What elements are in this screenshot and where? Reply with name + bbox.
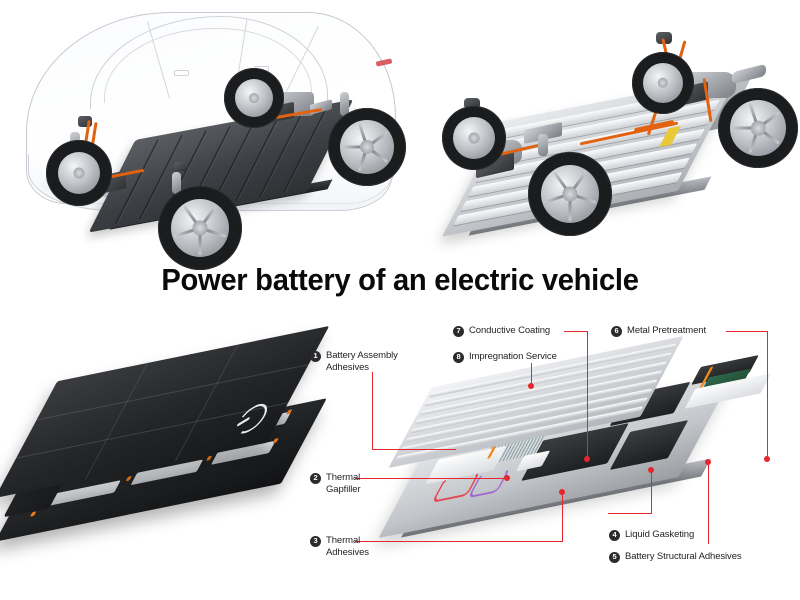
callout-3-label: Thermal Adhesives [326, 535, 369, 558]
callout-4[interactable]: 4 Liquid Gasketing [609, 529, 694, 541]
figure-black-battery-pack [0, 325, 330, 542]
leader-line-5-v [708, 462, 710, 544]
chassis-wheel-front-left [442, 106, 506, 170]
chassis-rear-hv-junction [656, 32, 672, 44]
leader-dot-2 [504, 475, 510, 481]
figure-battery-pack-cutaway [378, 335, 796, 556]
callout-8-number: 8 [453, 351, 464, 363]
leader-line-6-h [726, 331, 768, 333]
leader-line-6-v [767, 331, 769, 459]
callout-8-label: Impregnation Service [469, 351, 557, 362]
callout-3-number: 3 [310, 535, 321, 547]
car-door-handle-front [174, 70, 189, 76]
callout-4-label: Liquid Gasketing [625, 529, 695, 540]
leader-line-7-v [587, 331, 589, 459]
car-wheel-rear-right [328, 108, 406, 186]
figure-ev-skateboard-chassis [420, 6, 798, 256]
leader-line-1-v [372, 372, 374, 450]
leader-dot-8 [528, 383, 534, 389]
leader-line-4-v [651, 470, 653, 514]
car-wheel-front-right [158, 186, 242, 270]
leader-line-2 [355, 478, 507, 480]
car-wheel-front-left [46, 140, 112, 206]
callout-2-number: 2 [310, 472, 321, 484]
leader-line-8-v [531, 363, 533, 385]
callout-3[interactable]: 3 Thermal Adhesives [310, 535, 380, 558]
callout-1-label: Battery Assembly Adhesives [326, 350, 398, 373]
leader-line-1-h [372, 449, 456, 451]
callout-7-label: Conductive Coating [469, 325, 551, 336]
chassis-mid-strut [538, 134, 548, 156]
leader-line-3-h [355, 541, 563, 543]
figure-ghosted-electric-car [8, 4, 408, 270]
callout-5-number: 5 [609, 551, 620, 563]
chassis-wheel-rear-left [632, 52, 694, 114]
chassis-wheel-rear-right [718, 88, 798, 168]
callout-1[interactable]: 1 Battery Assembly Adhesives [310, 350, 398, 373]
leader-line-7-h [564, 331, 588, 333]
black-pack-logo-icon [236, 397, 268, 440]
callout-1-number: 1 [310, 350, 321, 362]
page-title: Power battery of an electric vehicle [161, 262, 639, 297]
callout-7-number: 7 [453, 325, 464, 337]
chassis-front-strut-top [464, 98, 480, 109]
leader-dot-4 [648, 467, 654, 473]
car-rear-strut [340, 92, 349, 116]
callout-5-label: Battery Structural Adhesives [625, 551, 742, 562]
callout-6-number: 6 [611, 325, 622, 337]
callout-5[interactable]: 5 Battery Structural Adhesives [609, 551, 742, 563]
car-mid-strut-top [174, 162, 186, 171]
leader-line-4-h [608, 513, 652, 515]
car-front-strut-top [78, 116, 92, 127]
leader-dot-3 [559, 489, 565, 495]
callout-8[interactable]: 8 Impregnation Service [453, 351, 557, 363]
chassis-wheel-front-right [528, 152, 612, 236]
leader-line-3-v [562, 492, 564, 542]
callout-6[interactable]: 6 Metal Pretreatment [611, 325, 706, 337]
car-wheel-rear-left [224, 68, 284, 128]
callout-7[interactable]: 7 Conductive Coating [453, 325, 550, 337]
callout-6-label: Metal Pretreatment [627, 325, 706, 336]
callout-2[interactable]: 2 Thermal Gapfiller [310, 472, 380, 495]
callout-2-label: Thermal Gapfiller [326, 472, 361, 495]
leader-dot-7 [584, 456, 590, 462]
callout-4-number: 4 [609, 529, 620, 541]
leader-dot-5 [705, 459, 711, 465]
car-mid-strut [172, 172, 181, 194]
leader-dot-6 [764, 456, 770, 462]
